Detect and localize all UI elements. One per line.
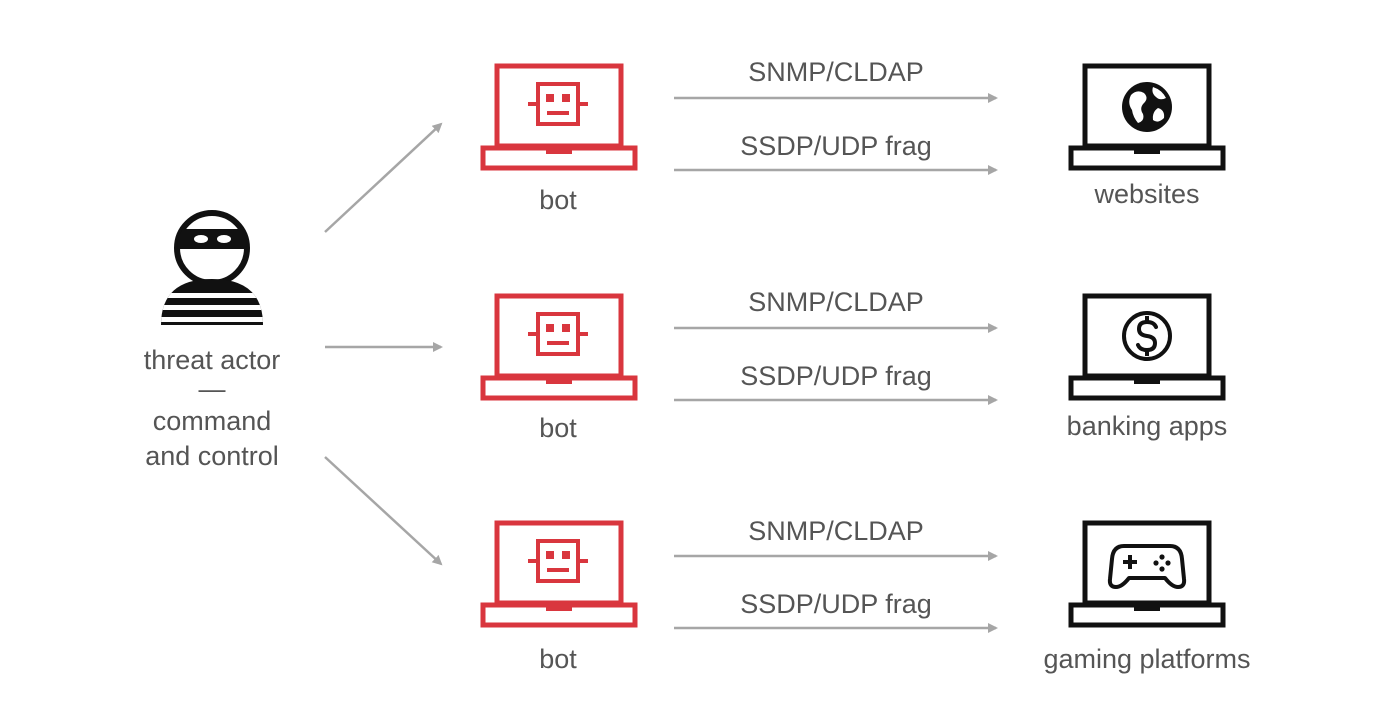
threat-actor: threat actor — command and control — [144, 210, 281, 471]
protocol-label-bottom: SSDP/UDP frag — [740, 131, 932, 161]
target-laptop — [1068, 520, 1226, 628]
bot-laptop — [480, 293, 638, 401]
robot-icon — [528, 82, 588, 126]
burglar-icon — [161, 210, 263, 325]
actor-separator: — — [199, 374, 226, 404]
protocol-label-top: SNMP/CLDAP — [748, 516, 924, 546]
bot-laptop — [480, 63, 638, 171]
protocol-label-top: SNMP/CLDAP — [748, 57, 924, 87]
bot-laptop — [480, 520, 638, 628]
target-label: banking apps — [1067, 411, 1228, 441]
gamepad-icon — [1107, 544, 1187, 589]
protocol-label-bottom: SSDP/UDP frag — [740, 361, 932, 391]
robot-icon — [528, 312, 588, 356]
protocol-label-top: SNMP/CLDAP — [748, 287, 924, 317]
target-label: websites — [1093, 179, 1199, 209]
attack-row-websites: bot SNMP/CLDAP SSDP/UDP frag websites — [480, 57, 1226, 215]
attack-row-banking: bot SNMP/CLDAP SSDP/UDP frag banking app… — [480, 287, 1228, 443]
arrow-actor-to-bot-1 — [324, 122, 443, 233]
target-laptop — [1068, 293, 1226, 401]
bot-label: bot — [539, 644, 577, 674]
robot-icon — [528, 539, 588, 583]
dollar-icon — [1122, 311, 1172, 361]
actor-label-line2: command — [153, 406, 272, 436]
bot-label: bot — [539, 413, 577, 443]
actor-to-bot-arrows — [324, 122, 443, 566]
actor-label-line3: and control — [145, 441, 279, 471]
arrow-actor-to-bot-3 — [324, 456, 443, 566]
bot-label: bot — [539, 185, 577, 215]
target-label: gaming platforms — [1043, 644, 1250, 674]
target-laptop — [1068, 63, 1226, 171]
globe-icon — [1122, 82, 1172, 132]
protocol-label-bottom: SSDP/UDP frag — [740, 589, 932, 619]
attack-row-gaming: bot SNMP/CLDAP SSDP/UDP frag gaming plat… — [480, 516, 1251, 674]
actor-label-line1: threat actor — [144, 345, 281, 375]
